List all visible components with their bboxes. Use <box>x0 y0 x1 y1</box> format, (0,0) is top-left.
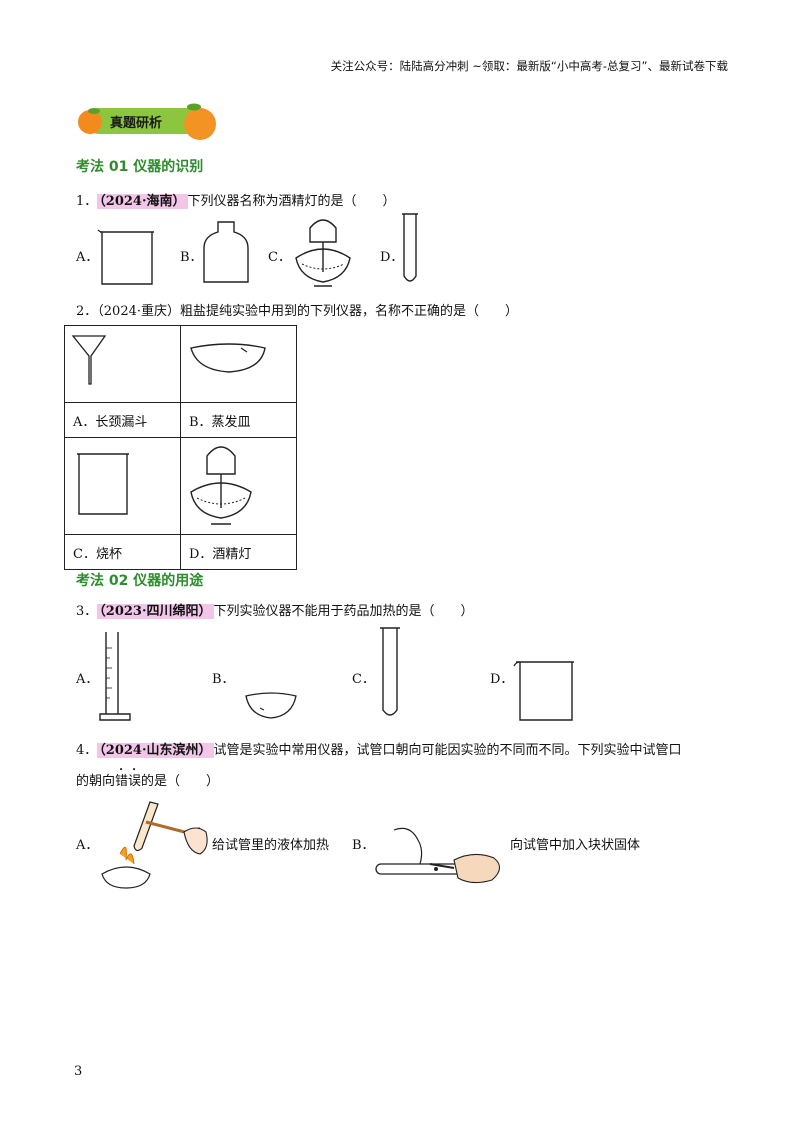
question-source-tag: （2024·重庆） <box>97 304 180 319</box>
question-source-tag: （2023·四川绵阳） <box>97 604 214 619</box>
beaker-image <box>77 453 129 515</box>
evaporating-dish-image <box>245 692 297 719</box>
table-cell-evaporating-dish <box>180 325 297 403</box>
question-source-tag: （2024·山东滨州） <box>97 743 214 758</box>
question-source-tag: （2024·海南） <box>97 194 188 209</box>
section-title: 考法 02 仪器的用途 <box>76 573 204 589</box>
question-text: 粗盐提纯实验中用到的下列仪器，名称不正确的是（ ） <box>180 304 519 319</box>
question-number: 3． <box>76 604 98 619</box>
table-label: C．烧杯 <box>64 534 181 570</box>
option-b-label: B． <box>212 672 235 687</box>
orange-icon <box>184 103 216 140</box>
table-label: B．蒸发皿 <box>180 402 297 438</box>
heating-test-tube-image <box>101 801 208 889</box>
emphasized-word: 错误 <box>115 774 142 789</box>
option-b-label: B． <box>352 838 375 853</box>
question-text: 下列实验仪器不能用于药品加热的是（ ） <box>213 604 474 619</box>
question-number: 1． <box>76 194 98 209</box>
option-c-label: C． <box>268 250 291 265</box>
question-4: 4．（2024·山东滨州）试管是实验中常用仪器，试管口朝向可能因实验的不同而不同… <box>76 736 736 797</box>
option-a-label: A． <box>76 672 99 687</box>
table-cell-alcohol-lamp <box>180 437 297 535</box>
option-c-label: C． <box>352 672 375 687</box>
option-b-label: B． <box>180 250 203 265</box>
question-2: 2．（2024·重庆）粗盐提纯实验中用到的下列仪器，名称不正确的是（ ） <box>76 300 518 319</box>
table-cell-funnel <box>64 325 181 403</box>
test-tube-image <box>402 213 418 282</box>
alcohol-lamp-image <box>190 446 252 525</box>
table-label: A．长颈漏斗 <box>64 402 181 438</box>
question-text: 的朝向 <box>76 774 116 789</box>
section-banner: 真题研析 <box>76 100 216 142</box>
banner-label: 真题研析 <box>110 116 163 131</box>
question-number: 4． <box>76 743 98 758</box>
funnel-image <box>71 335 107 385</box>
option-a-caption: 给试管里的液体加热 <box>212 838 330 853</box>
header-note: 关注公众号：陆陆高分冲刺 ~领取：最新版“小中高考-总复习”、最新试卷下载 <box>330 59 728 73</box>
option-b-caption: 向试管中加入块状固体 <box>510 838 641 853</box>
question-text: 下列仪器名称为酒精灯的是（ ） <box>187 194 396 209</box>
apparatus-table: A．长颈漏斗 B．蒸发皿 C．烧杯 D．酒精灯 <box>64 325 297 570</box>
adding-solid-image <box>375 827 501 884</box>
option-a-label: A． <box>76 838 99 853</box>
test-tube-image <box>380 627 400 716</box>
alcohol-lamp-image <box>295 219 351 287</box>
orange-icon <box>78 108 102 134</box>
option-d-label: D． <box>490 672 514 687</box>
question-number: 2． <box>76 304 98 319</box>
section-title: 考法 01 仪器的识别 <box>76 159 204 175</box>
table-cell-beaker <box>64 437 181 535</box>
question-1: 1．（2024·海南）下列仪器名称为酒精灯的是（ ） <box>76 190 396 209</box>
beaker-image <box>513 661 574 721</box>
option-a-label: A． <box>76 250 99 265</box>
question-text: 的是（ ） <box>141 774 220 789</box>
page-number: 3 <box>74 1064 83 1079</box>
evaporating-dish-image <box>190 343 266 373</box>
question-3: 3．（2023·四川绵阳）下列实验仪器不能用于药品加热的是（ ） <box>76 600 474 619</box>
option-d-label: D． <box>380 250 404 265</box>
question-text: 试管是实验中常用仪器，试管口朝向可能因实验的不同而不同。下列实验中试管口 <box>213 743 682 758</box>
beaker-image <box>97 229 154 285</box>
reagent-bottle-image <box>203 221 249 283</box>
graduated-cylinder-image <box>99 632 131 721</box>
table-label: D．酒精灯 <box>180 534 297 570</box>
